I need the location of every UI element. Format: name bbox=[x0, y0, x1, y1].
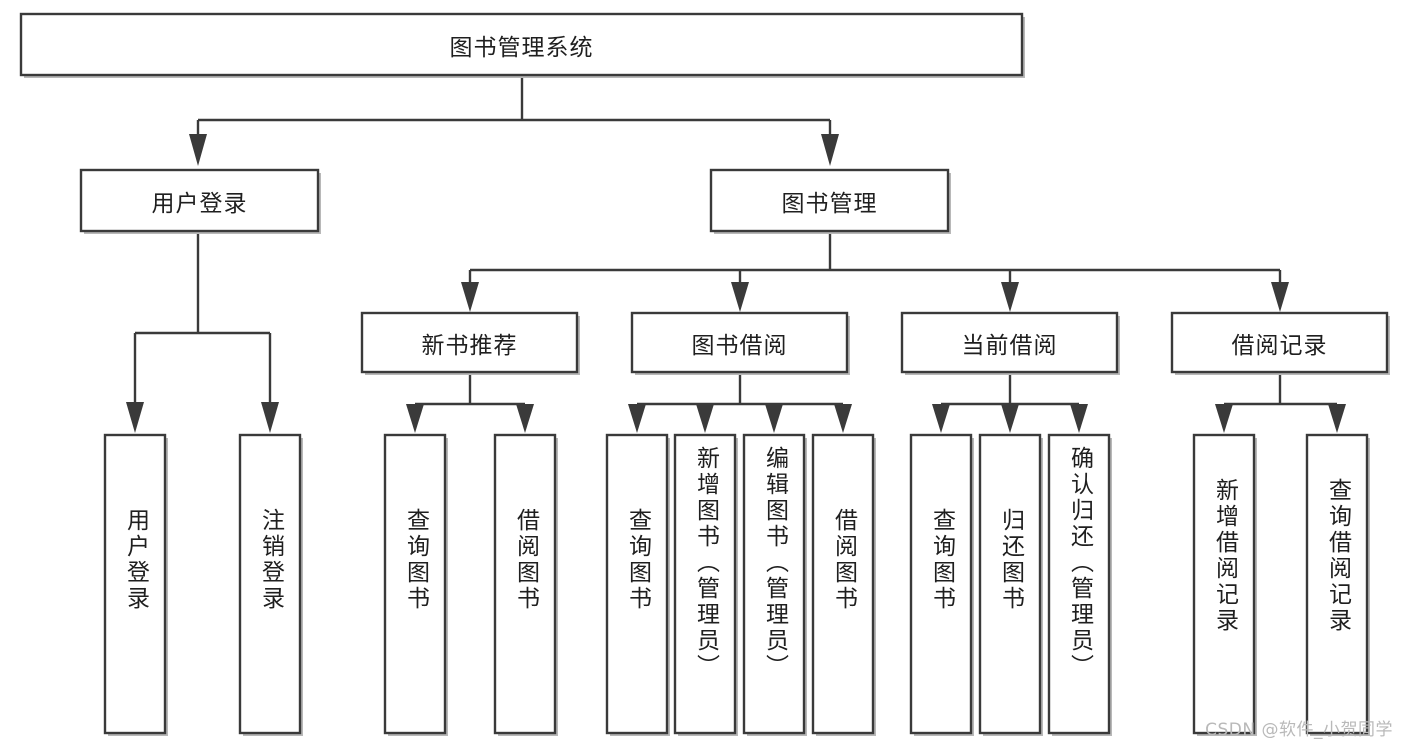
node-new-book-rec-box[interactable] bbox=[360, 311, 579, 374]
node-leaf-user-login-box[interactable] bbox=[103, 433, 167, 735]
arrow-head-leaf-query-record bbox=[1328, 404, 1346, 433]
arrow-head-leaf-query-book-2 bbox=[628, 404, 646, 433]
connector-layer bbox=[126, 76, 1346, 433]
arrow-head-leaf-edit-book bbox=[765, 404, 783, 433]
node-book-borrow-box[interactable] bbox=[630, 311, 849, 374]
node-leaf-borrow-book-1-box[interactable] bbox=[493, 433, 557, 735]
node-root-box[interactable] bbox=[19, 12, 1024, 77]
arrow-head-leaf-user-login bbox=[126, 402, 144, 433]
arrow-head-leaf-user-logout bbox=[261, 402, 279, 433]
arrow-head-new-book-rec bbox=[461, 282, 479, 312]
arrow-head-leaf-return-book bbox=[1001, 404, 1019, 433]
arrow-head-borrow-record bbox=[1271, 282, 1289, 312]
node-leaf-borrow-book-2-box[interactable] bbox=[811, 433, 875, 735]
arrow-head-book-borrow bbox=[731, 282, 749, 312]
node-leaf-add-book-box[interactable] bbox=[673, 433, 737, 735]
arrow-head-leaf-borrow-book-1 bbox=[516, 404, 534, 433]
arrow-head-leaf-query-book-3 bbox=[932, 404, 950, 433]
node-current-borrow-box[interactable] bbox=[900, 311, 1119, 374]
arrow-head-leaf-add-record bbox=[1215, 404, 1233, 433]
node-leaf-query-book-2-box[interactable] bbox=[605, 433, 669, 735]
node-leaf-return-book-box[interactable] bbox=[978, 433, 1042, 735]
node-leaf-confirm-return-box[interactable] bbox=[1047, 433, 1111, 735]
node-leaf-query-record-box[interactable] bbox=[1305, 433, 1369, 735]
node-layer bbox=[19, 12, 1390, 736]
node-book-manage-box[interactable] bbox=[709, 168, 950, 233]
csdn-watermark: CSDN @软件_小贺同学 bbox=[1205, 720, 1393, 740]
node-leaf-query-book-1-box[interactable] bbox=[383, 433, 447, 735]
arrow-head-leaf-query-book-1 bbox=[406, 404, 424, 433]
node-borrow-record-box[interactable] bbox=[1170, 311, 1389, 374]
node-leaf-add-record-box[interactable] bbox=[1192, 433, 1256, 735]
arrow-head-leaf-confirm-return bbox=[1070, 404, 1088, 433]
arrow-head-user-login bbox=[189, 134, 207, 166]
node-leaf-edit-book-box[interactable] bbox=[742, 433, 806, 735]
node-leaf-query-book-3-box[interactable] bbox=[909, 433, 973, 735]
arrow-head-book-manage bbox=[821, 134, 839, 166]
arrow-head-leaf-add-book bbox=[696, 404, 714, 433]
arrow-head-leaf-borrow-book-2 bbox=[834, 404, 852, 433]
node-leaf-user-logout-box[interactable] bbox=[238, 433, 302, 735]
arrow-head-current-borrow bbox=[1001, 282, 1019, 312]
node-user-login-box[interactable] bbox=[79, 168, 320, 233]
